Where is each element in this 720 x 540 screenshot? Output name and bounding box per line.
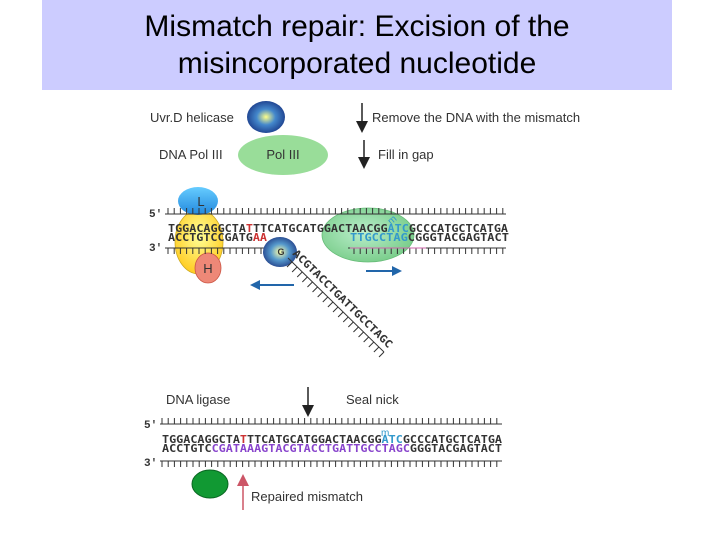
five-prime-label: 5': [149, 209, 162, 221]
remove-dna-arrow-icon: [356, 103, 368, 133]
dna-ligase-label: DNA ligase: [166, 392, 230, 407]
sequence-segment: TTGCCTAG: [350, 232, 408, 244]
repaired-mismatch-label: Repaired mismatch: [251, 489, 363, 504]
h-subunit-label: H: [203, 261, 212, 276]
sequence-segment: AA: [253, 232, 268, 244]
base-tick: [296, 271, 303, 278]
base-tick: [301, 276, 308, 283]
pol-direction-arrow-icon: [366, 266, 402, 276]
base-tick: [358, 331, 364, 338]
fill-gap-arrow-icon: [358, 140, 370, 169]
sequence-segment: ACCTGTC: [162, 443, 212, 455]
title-line-2: misincorporated nucleotide: [177, 47, 537, 80]
base-tick: [363, 336, 370, 343]
bottom-strand-ticks: [167, 248, 504, 254]
base-tick: [327, 301, 334, 308]
displaced-strand-sequence: ACGTACCTGATTGCCTAGC: [290, 248, 395, 351]
uvrd-helicase-label: Uvr.D helicase: [150, 110, 234, 125]
sequence-segment: TGGACAGGCTA: [168, 223, 247, 235]
sequence-segment: GGGTACGAGTACT: [410, 443, 502, 455]
helicase-direction-arrow-icon: [250, 280, 294, 290]
displaced-strand-ticks: [286, 261, 385, 358]
dna-ligase-icon: [191, 469, 229, 499]
base-tick: [368, 341, 375, 348]
seal-nick-arrow-icon: [302, 387, 314, 417]
sequence-segment: T: [240, 434, 247, 446]
sequence-segment: C: [408, 232, 415, 244]
sequence-segment: ACCTGTCCGATG: [168, 232, 253, 244]
base-tick: [312, 286, 318, 293]
title-line-1: Mismatch repair: Excision of the: [144, 10, 570, 43]
helicase-g-label: G: [277, 247, 284, 257]
repaired-mismatch-arrow-icon: [237, 474, 249, 510]
l-subunit-icon: [178, 187, 218, 215]
sequence-segment: GCCCATGCTCATGA: [409, 223, 509, 235]
uvrd-helicase-icon: [247, 101, 285, 133]
dna-pol-iii-label: DNA Pol III: [159, 147, 223, 162]
remove-dna-label: Remove the DNA with the mismatch: [372, 110, 580, 125]
sequence-segment: TTCATGCATGGACTAACGG: [253, 223, 388, 235]
sequence-segment: GGGTACGAGTACT: [415, 232, 509, 244]
sequence-segment: CGATA: [212, 443, 248, 455]
sequence-segment: ATC: [382, 434, 403, 446]
repaired-three-prime-label: 3': [144, 458, 157, 470]
pol-iii-icon: [238, 135, 328, 175]
title-bar: Mismatch repair: Excision of the misinco…: [42, 0, 672, 90]
base-tick: [337, 311, 344, 318]
pol-iii-label: Pol III: [266, 147, 299, 162]
sequence-segment: T: [246, 223, 253, 235]
base-tick: [378, 351, 385, 358]
sequence-segment: TTCATGCATGGACTAACGG: [247, 434, 382, 446]
base-tick: [291, 266, 298, 273]
displaced-strand-backbone: [287, 257, 385, 353]
h-subunit-icon: [194, 252, 222, 284]
base-tick: [286, 261, 293, 268]
repaired-bottom-ticks: [161, 461, 498, 467]
repaired-top-ticks: [161, 418, 498, 424]
base-tick: [353, 326, 359, 333]
repaired-five-prime-label: 5': [144, 420, 157, 432]
top-strand-ticks: [167, 208, 504, 214]
base-tick: [322, 296, 329, 303]
methyl-mark-bottom: m: [381, 428, 389, 439]
sequence-segment: TGGACAGGCTA: [162, 434, 241, 446]
base-tick: [317, 291, 324, 298]
sequence-segment: GCCCATGCTCATGA: [403, 434, 503, 446]
sequence-segment: ATC: [388, 223, 409, 235]
base-tick: [373, 346, 380, 353]
base-tick: [307, 281, 313, 288]
l-subunit-label: L: [197, 194, 204, 209]
base-tick: [332, 306, 339, 313]
uvrd-helicase-on-dna: [263, 237, 297, 267]
three-prime-label: 3': [149, 243, 162, 255]
fill-in-gap-label: Fill in gap: [378, 147, 434, 162]
seal-nick-label: Seal nick: [346, 392, 399, 407]
base-tick: [342, 316, 349, 323]
base-tick: [347, 321, 354, 328]
page-title: Mismatch repair: Excision of the misinco…: [42, 8, 672, 82]
sequence-segment: AAGTACGTACCTGATTGCCTAGC: [247, 443, 410, 455]
